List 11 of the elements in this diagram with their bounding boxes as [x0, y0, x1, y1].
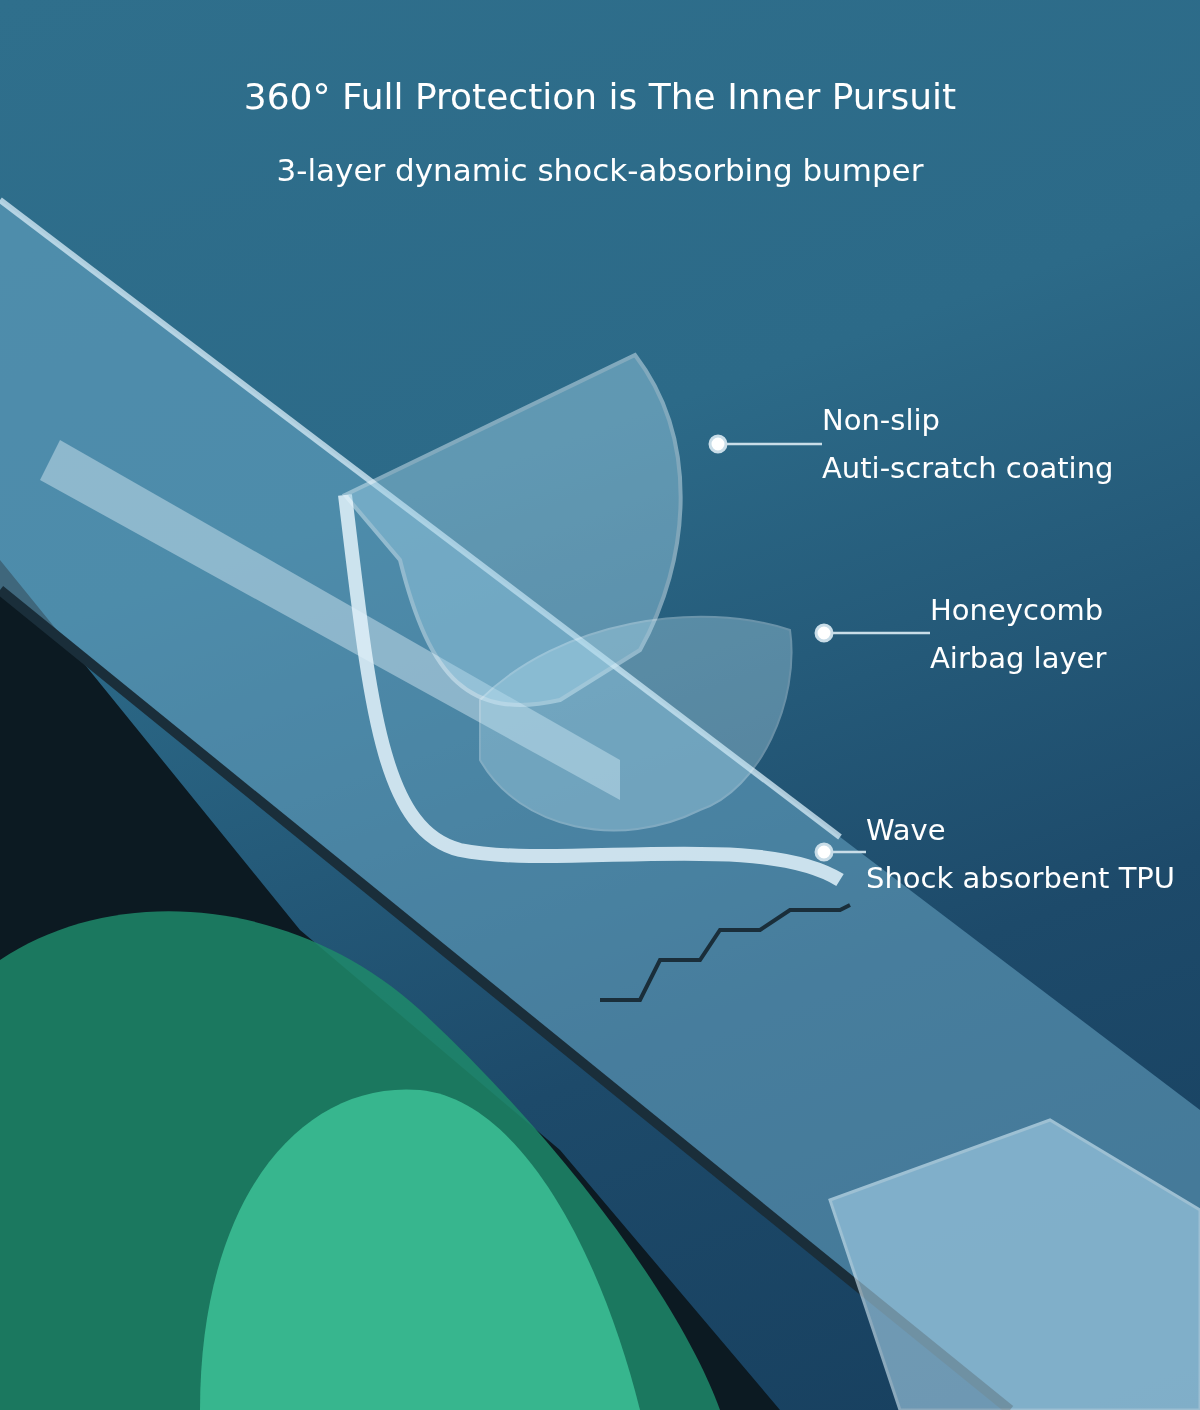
callout-text: Shock absorbent TPU	[866, 860, 1176, 897]
callout-text: Auti-scratch coating	[822, 450, 1114, 487]
subtitle: 3-layer dynamic shock-absorbing bumper	[275, 152, 925, 188]
leader-line	[708, 434, 822, 454]
callout-text: Airbag layer	[930, 640, 1107, 677]
callout-heading: Wave	[866, 812, 947, 849]
title: 360° Full Protection is The Inner Pursuit	[242, 76, 958, 117]
callout-heading: Honeycomb	[930, 592, 1105, 629]
leader-line	[814, 623, 930, 643]
callout-heading: Non-slip	[822, 402, 941, 439]
leader-line	[814, 842, 866, 862]
